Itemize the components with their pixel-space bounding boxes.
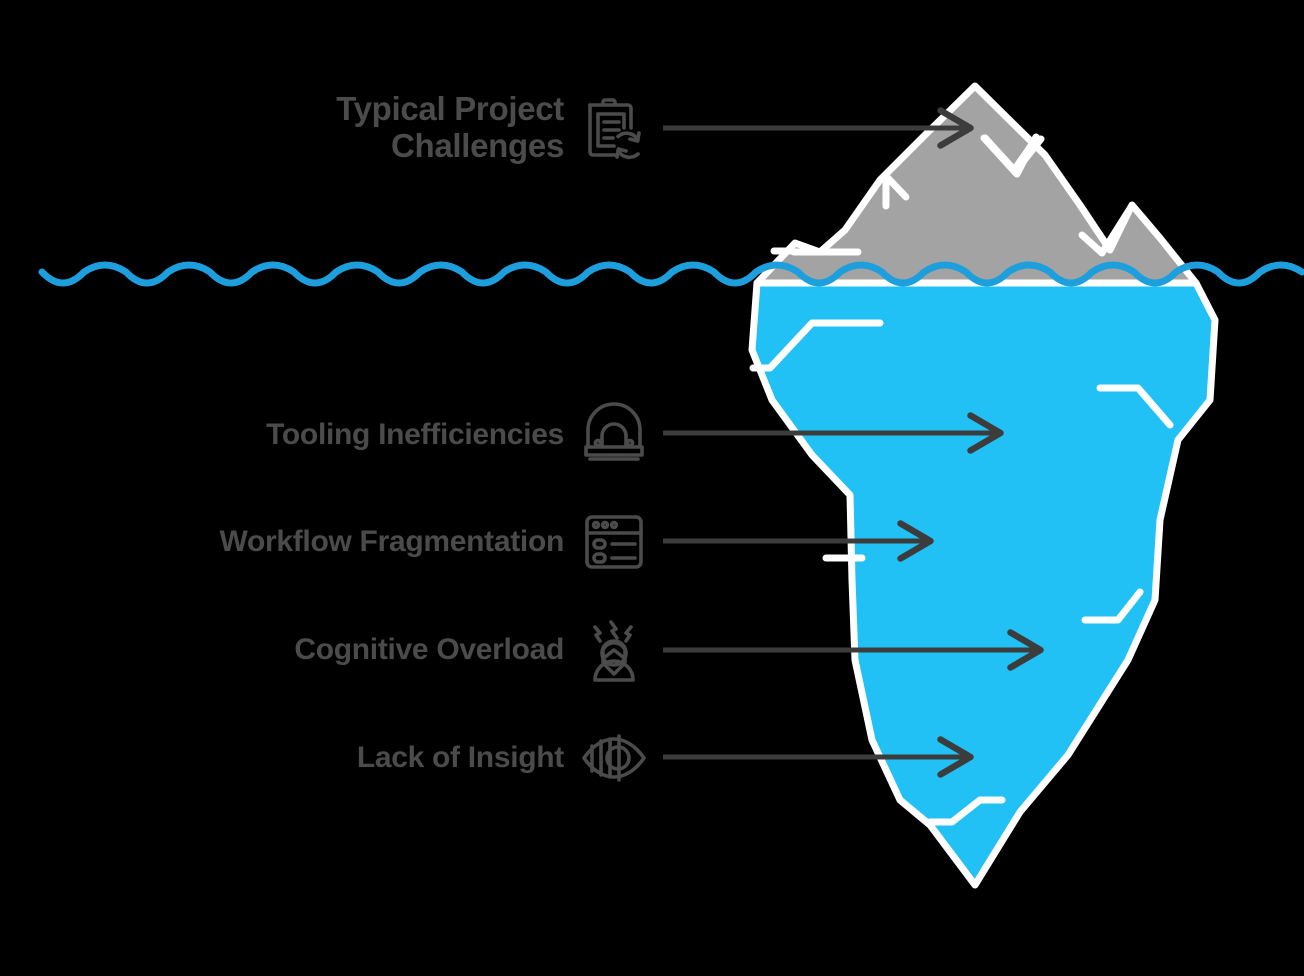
header-label-row: Typical Project Challenges xyxy=(336,82,650,174)
clipboard-refresh-icon xyxy=(578,92,650,164)
item-row-lack-of-insight: Lack of Insight xyxy=(357,726,650,790)
item-row-workflow-fragmentation: Workflow Fragmentation xyxy=(219,510,650,574)
stressed-person-icon xyxy=(578,614,650,686)
item-label-tooling-inefficiencies: Tooling Inefficiencies xyxy=(266,418,564,452)
item-row-cognitive-overload: Cognitive Overload xyxy=(294,618,650,682)
item-label-lack-of-insight: Lack of Insight xyxy=(356,741,564,775)
stapler-tool-icon xyxy=(578,399,650,471)
iceberg-submerged-shape xyxy=(748,279,1219,889)
window-list-icon xyxy=(578,506,650,578)
page-title: Typical Project Challenges xyxy=(336,90,564,164)
submerged-crevasse-lines xyxy=(749,319,1174,826)
item-row-tooling-inefficiencies: Tooling Inefficiencies xyxy=(266,402,650,467)
item-label-workflow-fragmentation: Workflow Fragmentation xyxy=(219,525,564,559)
iceberg-below-water xyxy=(748,279,1219,889)
item-label-cognitive-overload: Cognitive Overload xyxy=(294,633,564,667)
waterline-waves xyxy=(38,261,1304,287)
connector-arrows xyxy=(663,107,1044,778)
hidden-eye-icon xyxy=(578,722,650,794)
peak-snow-ridges xyxy=(770,134,1135,257)
iceberg-above-water xyxy=(753,82,1200,287)
